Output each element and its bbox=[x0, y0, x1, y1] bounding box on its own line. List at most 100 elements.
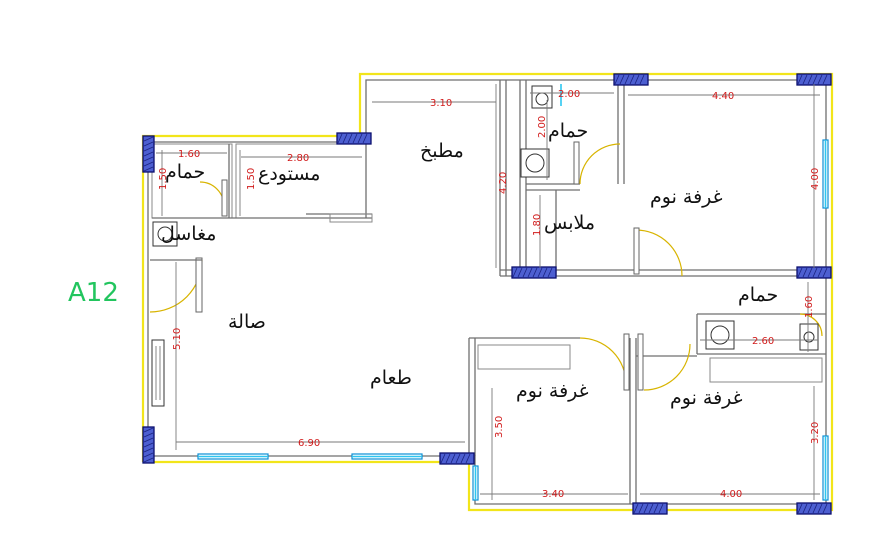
column-hatch-line bbox=[807, 74, 813, 85]
column-hatch-line bbox=[517, 267, 523, 278]
dim-bath-top-width: 2.00 bbox=[558, 89, 580, 100]
column-hatch-line bbox=[547, 267, 553, 278]
column-hatch-line bbox=[797, 503, 803, 514]
dim-bedroom-bl-height: 3.50 bbox=[494, 416, 505, 438]
column-hatch-line bbox=[143, 442, 154, 448]
column-hatch-line bbox=[460, 453, 466, 464]
column-hatch-line bbox=[143, 457, 154, 463]
doors bbox=[149, 141, 823, 391]
column-hatch-line bbox=[143, 141, 154, 147]
dim-bath-top-height: 2.00 bbox=[537, 116, 548, 138]
column-hatch-line bbox=[817, 267, 823, 278]
dim-bedroom-top-height: 4.00 bbox=[810, 168, 821, 190]
column-hatch-line bbox=[143, 136, 154, 142]
column-hatch-line bbox=[807, 267, 813, 278]
dim-storage-width: 2.80 bbox=[287, 153, 309, 164]
column-hatch-line bbox=[537, 267, 543, 278]
dim-bedroom-br-width: 4.00 bbox=[720, 489, 742, 500]
column-5 bbox=[511, 266, 557, 279]
column-hatch-line bbox=[817, 74, 823, 85]
column-hatch-line bbox=[143, 452, 154, 458]
column-hatch-line bbox=[633, 503, 639, 514]
column-hatch-line bbox=[614, 74, 620, 85]
column-hatch-line bbox=[812, 503, 818, 514]
column-hatch-line bbox=[822, 503, 828, 514]
column-hatch-line bbox=[542, 267, 548, 278]
column-10 bbox=[796, 502, 832, 515]
column-hatch-line bbox=[822, 74, 828, 85]
column-hatch-line bbox=[342, 133, 348, 144]
column-8 bbox=[439, 452, 475, 465]
room-living: صالة bbox=[228, 311, 266, 333]
column-hatch-line bbox=[639, 74, 645, 85]
column-hatch-line bbox=[440, 453, 446, 464]
dim-living-height: 5.10 bbox=[172, 328, 183, 350]
column-hatch-line bbox=[797, 267, 803, 278]
dim-living-width: 6.90 bbox=[298, 438, 320, 449]
dimension-lines bbox=[156, 84, 820, 500]
column-hatch-line bbox=[143, 146, 154, 152]
column-hatch-line bbox=[352, 133, 358, 144]
column-hatch-line bbox=[532, 267, 538, 278]
column-hatch-line bbox=[527, 267, 533, 278]
column-hatch-line bbox=[797, 74, 803, 85]
room-closet: ملابس bbox=[544, 212, 595, 234]
dim-bath-left-width: 1.60 bbox=[178, 149, 200, 160]
column-hatch-line bbox=[812, 74, 818, 85]
column-hatch-line bbox=[802, 74, 808, 85]
dim-bedroom-top-width: 4.40 bbox=[712, 91, 734, 102]
column-hatch-line bbox=[822, 267, 828, 278]
windows bbox=[197, 84, 829, 501]
dim-kitchen-width: 3.10 bbox=[430, 98, 452, 109]
column-9 bbox=[632, 502, 668, 515]
dim-bath-right-width: 2.60 bbox=[752, 336, 774, 347]
dimension-labels: 1.60 2.80 3.10 2.00 4.40 1.50 1.50 4.20 … bbox=[158, 89, 821, 500]
dim-bath-left-height: 1.50 bbox=[158, 168, 169, 190]
column-1 bbox=[336, 132, 372, 145]
column-hatch-line bbox=[817, 503, 823, 514]
dim-kitchen-height: 4.20 bbox=[498, 172, 509, 194]
column-hatch-line bbox=[807, 503, 813, 514]
column-hatch-line bbox=[619, 74, 625, 85]
column-hatch-line bbox=[634, 74, 640, 85]
room-bedroom-bottom-left: غرفة نوم bbox=[516, 380, 589, 402]
column-hatch-line bbox=[357, 133, 363, 144]
column-hatch-line bbox=[648, 503, 654, 514]
room-dining: طعام bbox=[370, 367, 412, 389]
column-hatch-line bbox=[362, 133, 368, 144]
column-hatch-line bbox=[638, 503, 644, 514]
column-hatch-line bbox=[143, 166, 154, 172]
room-bath-top: حمام bbox=[548, 120, 588, 142]
column-hatch-line bbox=[643, 503, 649, 514]
column-2 bbox=[613, 73, 649, 86]
column-hatch-line bbox=[445, 453, 451, 464]
column-hatch-line bbox=[143, 161, 154, 167]
dim-storage-height: 1.50 bbox=[246, 168, 257, 190]
column-hatch-line bbox=[337, 133, 343, 144]
room-kitchen: مطبخ bbox=[420, 140, 464, 162]
dim-closet-height: 1.80 bbox=[532, 214, 543, 236]
building-outline bbox=[141, 72, 834, 512]
ac-unit bbox=[151, 339, 165, 407]
column-hatch-line bbox=[143, 432, 154, 438]
column-hatch-line bbox=[522, 267, 528, 278]
fixtures bbox=[151, 85, 819, 407]
walls bbox=[147, 79, 827, 505]
dim-bath-right-height: 1.60 bbox=[804, 296, 815, 318]
room-storage: مستودع bbox=[258, 163, 320, 185]
columns bbox=[142, 73, 832, 515]
column-hatch-line bbox=[455, 453, 461, 464]
column-hatch-line bbox=[143, 447, 154, 453]
column-hatch-line bbox=[143, 427, 154, 433]
column-hatch-line bbox=[812, 267, 818, 278]
column-hatch-line bbox=[629, 74, 635, 85]
column-hatch-line bbox=[802, 267, 808, 278]
column-hatch-line bbox=[624, 74, 630, 85]
column-hatch-line bbox=[653, 503, 659, 514]
column-hatch-line bbox=[465, 453, 471, 464]
dim-bedroom-bl-width: 3.40 bbox=[542, 489, 564, 500]
room-labels: حمام مستودع مغاسل مطبخ حمام ملابس غرفة ن… bbox=[161, 120, 778, 409]
column-hatch-line bbox=[143, 151, 154, 157]
room-bedroom-bottom-right: غرفة نوم bbox=[670, 387, 743, 409]
